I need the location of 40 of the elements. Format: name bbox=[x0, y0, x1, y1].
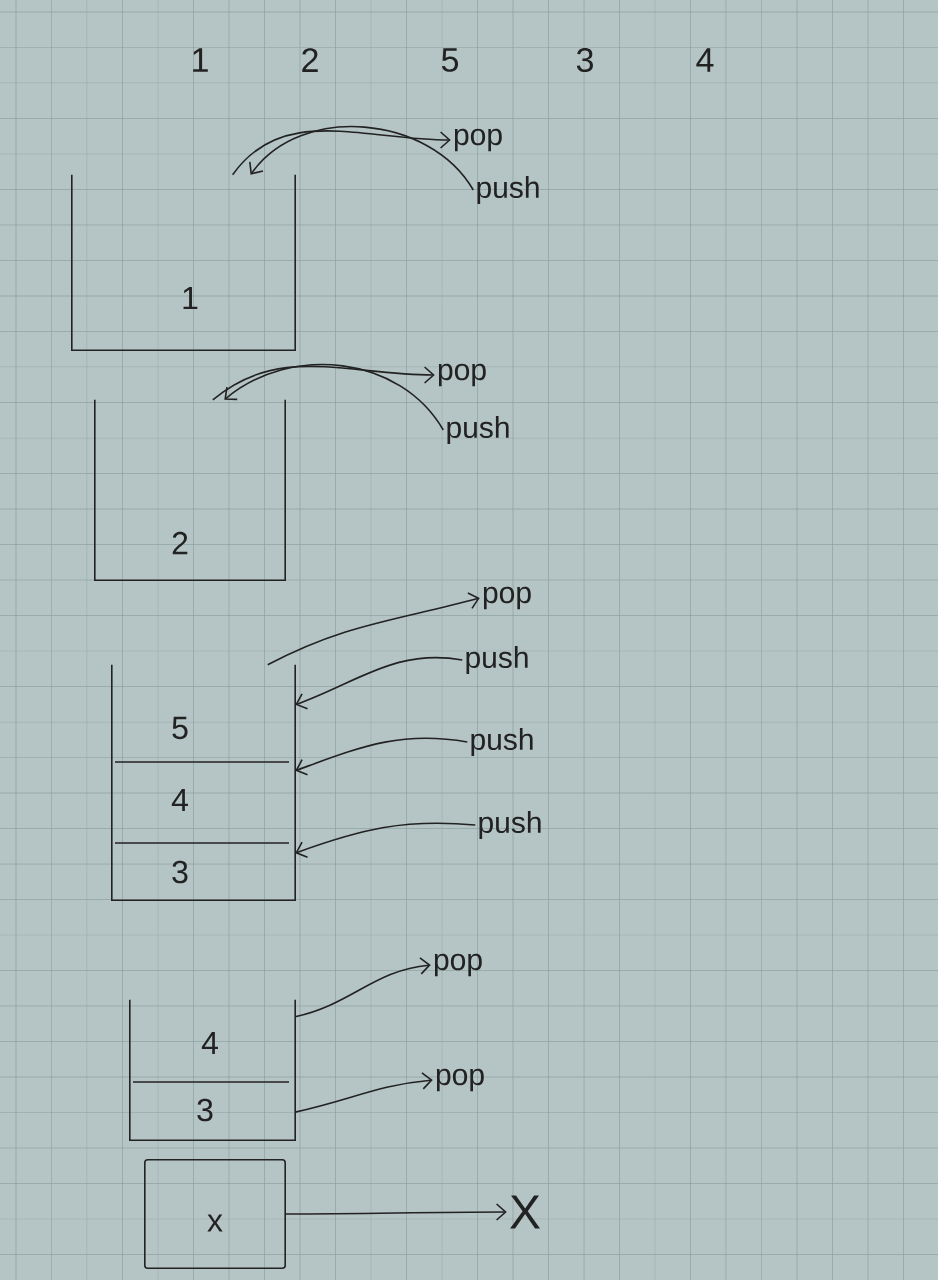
arrow bbox=[294, 1072, 433, 1113]
stack-container bbox=[129, 999, 296, 1141]
sequence-number: 5 bbox=[441, 48, 459, 72]
arrow bbox=[231, 130, 451, 176]
stack-container bbox=[94, 399, 286, 581]
operation-label: pop bbox=[438, 363, 486, 387]
operation-label: pop bbox=[483, 586, 531, 610]
sequence-number: 3 bbox=[576, 47, 593, 73]
stack-item: 1 bbox=[183, 287, 198, 309]
box bbox=[144, 1159, 286, 1269]
stack-container bbox=[111, 664, 296, 901]
operation-label: push bbox=[466, 646, 528, 674]
arrow bbox=[295, 737, 469, 776]
stack-item: 3 bbox=[197, 1098, 213, 1122]
arrow bbox=[294, 957, 431, 1018]
operation-label: X bbox=[510, 1195, 540, 1229]
operation-label: push bbox=[477, 176, 539, 204]
operation-label: pop bbox=[434, 953, 482, 977]
arrow bbox=[212, 365, 435, 401]
sequence-number: 1 bbox=[193, 48, 208, 72]
operation-label: pop bbox=[454, 128, 502, 152]
sequence-number: 4 bbox=[696, 48, 714, 72]
arrow bbox=[284, 1203, 507, 1221]
stack-item: 5 bbox=[172, 716, 188, 740]
arrow bbox=[266, 592, 480, 666]
arrow bbox=[249, 126, 475, 191]
stack-item: 4 bbox=[201, 1032, 218, 1054]
stack-item: 3 bbox=[172, 860, 188, 884]
stack-item: 4 bbox=[171, 789, 188, 811]
arrow bbox=[295, 822, 477, 858]
stack-container bbox=[71, 174, 296, 351]
operation-label: push bbox=[471, 728, 533, 756]
operation-label: pop bbox=[436, 1068, 484, 1092]
operation-label: push bbox=[447, 416, 509, 444]
operation-label: push bbox=[479, 811, 541, 839]
stack-item: x bbox=[207, 1214, 223, 1232]
arrow bbox=[224, 363, 445, 431]
arrow bbox=[295, 656, 464, 710]
sequence-number: 2 bbox=[302, 48, 318, 72]
stack-item: 2 bbox=[172, 531, 188, 555]
